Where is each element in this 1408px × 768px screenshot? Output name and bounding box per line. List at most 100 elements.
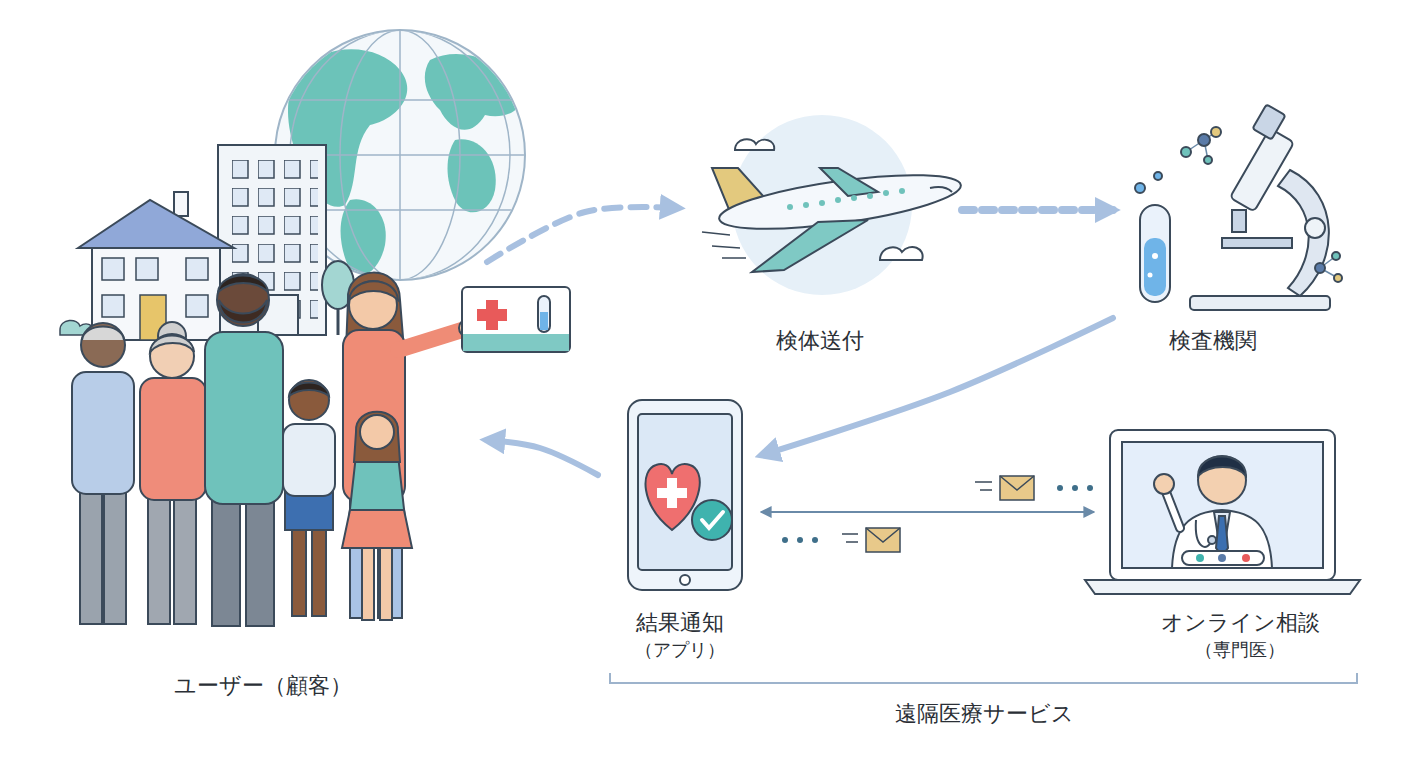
- illustration-part: [1196, 554, 1204, 562]
- flow-arrow: [762, 511, 1093, 513]
- illustration-part: [1198, 134, 1210, 146]
- laboratory: [1135, 104, 1342, 310]
- illustration-part: [1135, 183, 1145, 193]
- illustration-part: [702, 512, 723, 528]
- illustration-part: [628, 400, 742, 590]
- node-label: 検体送付: [776, 327, 864, 356]
- illustration-part: [462, 287, 570, 352]
- illustration-part: [867, 193, 873, 199]
- illustration-part: [448, 139, 496, 212]
- illustration-part: [292, 526, 306, 616]
- illustration-part: [657, 488, 687, 498]
- illustration-part: [866, 528, 900, 552]
- illustration-part: [342, 510, 412, 548]
- illustration-part: [1166, 492, 1180, 528]
- node-sublabel: （アプリ）: [635, 638, 725, 661]
- illustration-part: [148, 492, 170, 624]
- message-icons: [782, 476, 1093, 552]
- illustration-part: [1154, 474, 1174, 494]
- illustration-part: [1222, 238, 1292, 248]
- illustration-part: [835, 197, 841, 203]
- illustration-part: [735, 139, 774, 150]
- illustration-part: [349, 281, 397, 329]
- illustration-part: [186, 295, 208, 317]
- illustration-part: [1315, 263, 1325, 273]
- illustration-part: [1232, 210, 1246, 232]
- illustration-part: [851, 195, 857, 201]
- illustration-part: [1110, 430, 1335, 580]
- illustration-part: [398, 330, 462, 350]
- illustration-part: [638, 414, 732, 570]
- illustration-part: [285, 99, 515, 101]
- consult-step: オンライン相談（専門医）: [1095, 400, 1385, 667]
- illustration-part: [842, 534, 858, 542]
- illustration-part: [1148, 273, 1153, 278]
- illustration-part: [680, 575, 690, 585]
- service-bracket: [610, 673, 1357, 683]
- illustration-part: [1085, 580, 1360, 594]
- illustration-part: [78, 200, 234, 248]
- illustration-part: [1230, 128, 1294, 211]
- illustration-part: [362, 540, 374, 620]
- illustration-part: [803, 202, 809, 208]
- illustration-part: [812, 537, 818, 543]
- illustration-part: [312, 526, 326, 616]
- node-sublabel: （専門医）: [1195, 638, 1285, 661]
- illustration-part: [104, 486, 126, 624]
- node-label: ユーザー（顧客）: [174, 672, 352, 701]
- illustration-part: [246, 494, 274, 626]
- illustration-part: [219, 300, 267, 323]
- illustration-part: [1140, 205, 1170, 302]
- node-label: 検査機関: [1169, 327, 1257, 356]
- illustration-part: [1190, 296, 1330, 310]
- user-group: ユーザー（顧客）: [40, 40, 485, 705]
- illustration-part: [787, 204, 793, 210]
- illustration-part: [1305, 218, 1325, 238]
- illustration-part: [787, 188, 905, 210]
- illustration-part: [1000, 476, 1034, 490]
- illustration-part: [81, 323, 125, 367]
- illustration-part: [1152, 253, 1158, 259]
- illustration-part: [186, 258, 208, 280]
- illustration-part: [212, 494, 240, 626]
- illustration-part: [102, 258, 124, 280]
- illustration-part: [930, 187, 952, 192]
- illustration-part: [1198, 456, 1246, 504]
- flow-arrow: [487, 440, 598, 475]
- city: [60, 145, 354, 340]
- illustration-part: [136, 258, 158, 280]
- illustration-part: [354, 412, 400, 462]
- illustration-part: [1166, 492, 1180, 528]
- illustration-part: [1154, 172, 1162, 180]
- illustration-part: [349, 281, 398, 300]
- illustration-part: [1252, 104, 1285, 139]
- illustration-part: [289, 383, 329, 397]
- airplane: [702, 115, 964, 295]
- node-label: オンライン相談: [1161, 609, 1320, 638]
- illustration-part: [1057, 485, 1063, 491]
- illustration-part: [819, 200, 825, 206]
- illustration-part: [82, 327, 124, 341]
- illustration-part: [1072, 485, 1078, 491]
- illustration-part: [782, 537, 788, 543]
- illustration-part: [540, 312, 548, 330]
- illustration-part: [289, 380, 329, 420]
- illustration-part: [477, 309, 507, 321]
- illustration-part: [174, 192, 188, 216]
- illustration-part: [150, 336, 194, 353]
- illustration-part: [702, 232, 746, 258]
- illustration-part: [1211, 127, 1221, 137]
- illustration-part: [218, 276, 268, 293]
- illustration-part: [102, 295, 124, 317]
- illustration-part: [1208, 536, 1216, 544]
- illustration-part: [218, 145, 326, 335]
- illustration-part: [1000, 476, 1034, 500]
- illustration-part: [1122, 442, 1323, 568]
- illustration-part: [797, 537, 803, 543]
- illustration-part: [820, 168, 878, 196]
- illustration-part: [205, 332, 283, 504]
- flow-arrow: [962, 206, 1113, 214]
- illustration-part: [1181, 147, 1191, 157]
- illustration-part: [1182, 551, 1264, 565]
